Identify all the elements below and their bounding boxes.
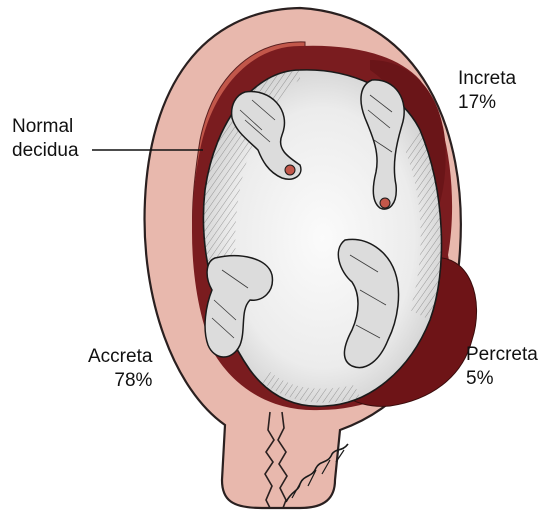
- percreta-label: Percreta 5%: [466, 343, 538, 391]
- increta-name: Increta: [458, 67, 516, 91]
- percreta-name: Percreta: [466, 343, 538, 367]
- normal-decidua-line1: Normal: [12, 115, 79, 139]
- increta-percent: 17%: [458, 91, 516, 115]
- accreta-label: Accreta 78%: [88, 345, 152, 393]
- artist-signature: [278, 440, 358, 510]
- increta-label: Increta 17%: [458, 67, 516, 115]
- accreta-percent: 78%: [88, 369, 152, 393]
- accreta-name: Accreta: [88, 345, 152, 369]
- normal-decidua-line2: decidua: [12, 139, 79, 163]
- percreta-percent: 5%: [466, 367, 538, 391]
- normal-decidua-label: Normal decidua: [12, 115, 79, 163]
